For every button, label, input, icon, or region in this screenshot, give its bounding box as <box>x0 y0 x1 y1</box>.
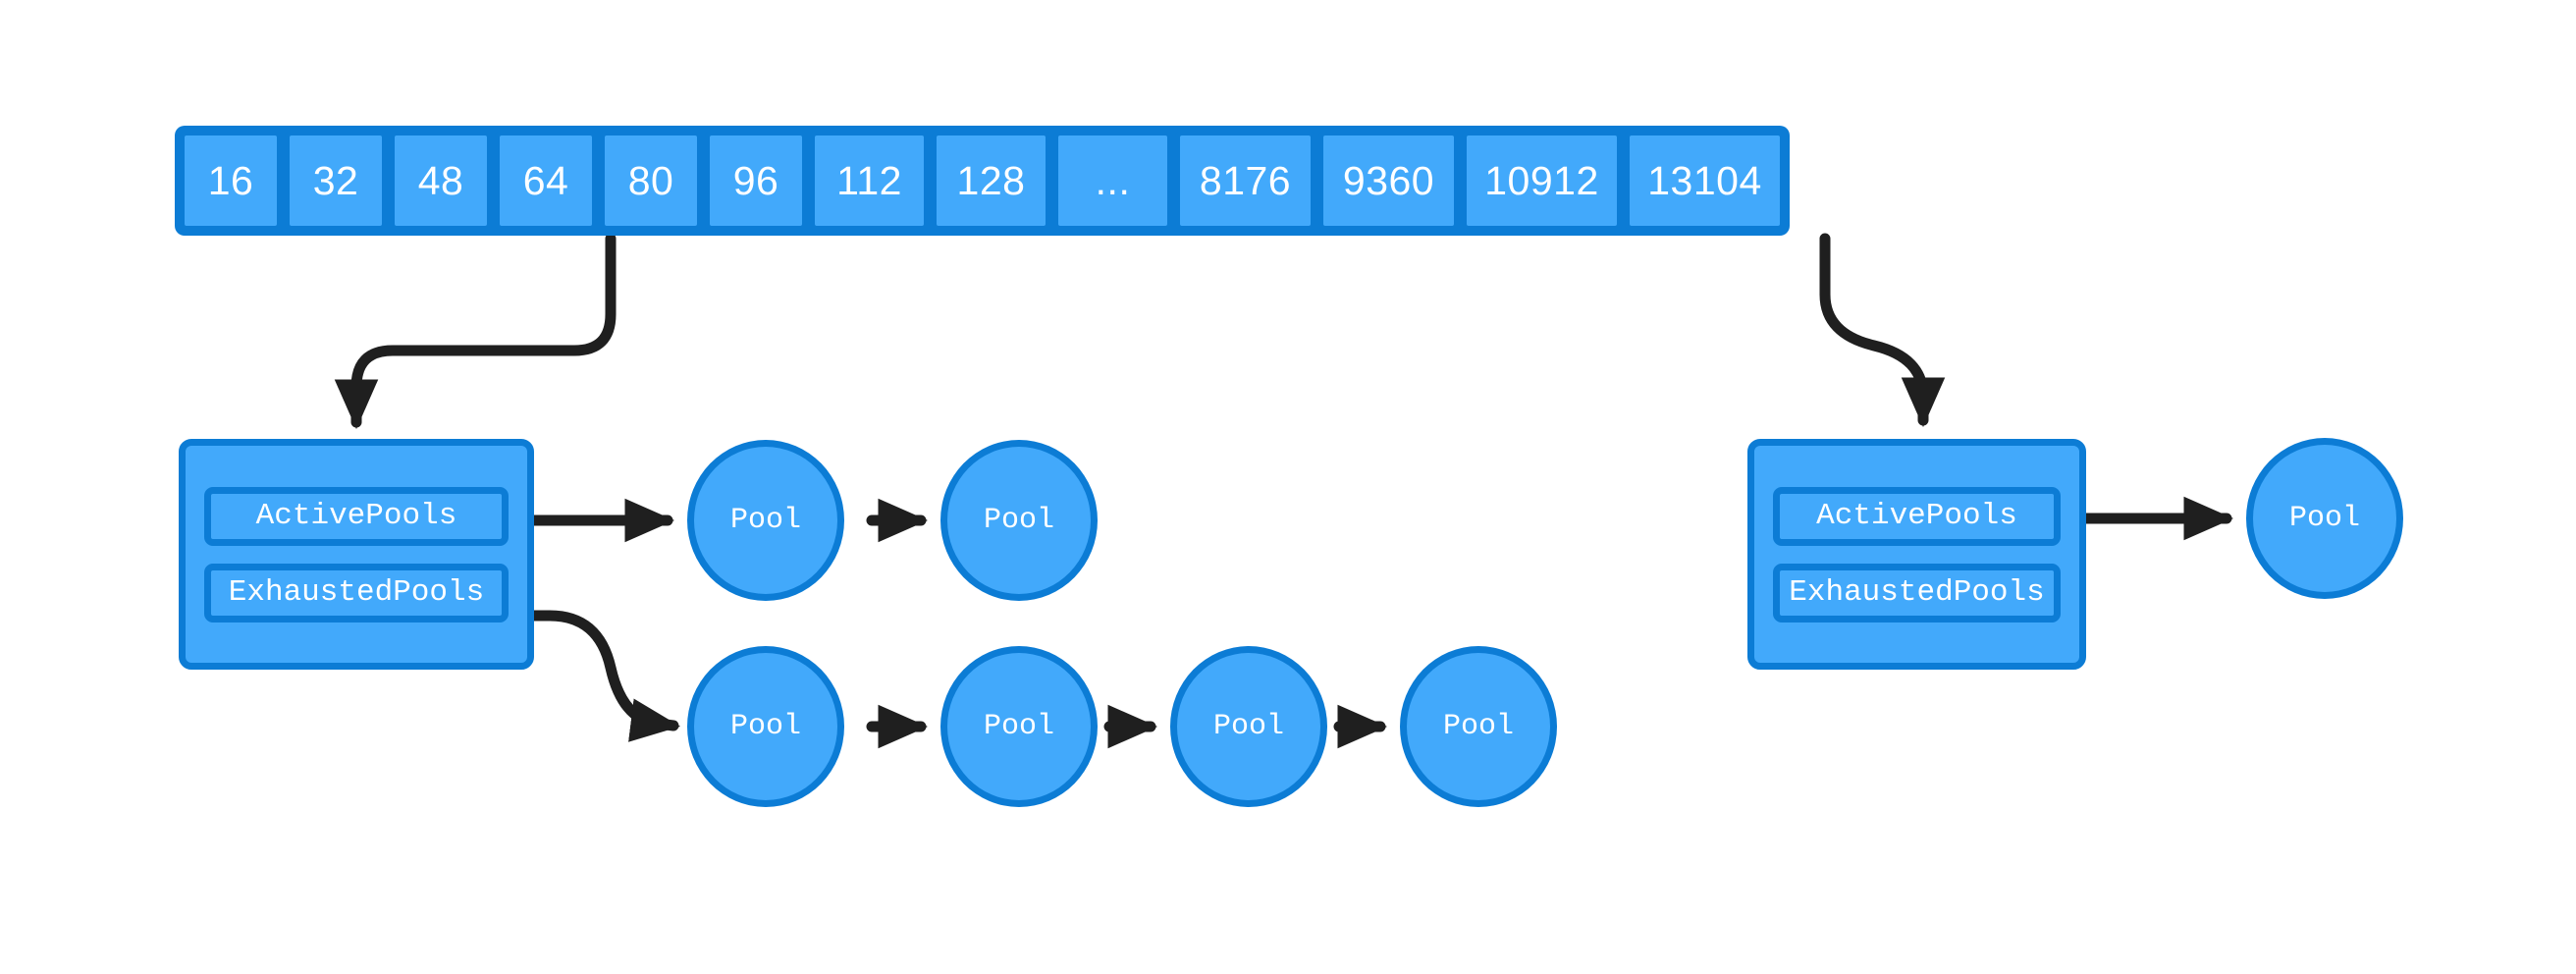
size-cell-48[interactable]: 48 <box>390 131 492 231</box>
field-exhausted-pools-right[interactable]: ExhaustedPools <box>1773 563 2061 622</box>
pool-group-right[interactable]: ActivePools ExhaustedPools <box>1747 439 2086 670</box>
pool-node-exhausted-1[interactable]: Pool <box>687 646 844 807</box>
size-cell-ellipsisellipsisellipsis[interactable]: ... <box>1053 131 1172 231</box>
size-cell-80[interactable]: 80 <box>600 131 702 231</box>
size-cell-96[interactable]: 96 <box>705 131 807 231</box>
pool-node-active-2[interactable]: Pool <box>940 440 1098 601</box>
field-active-pools-left[interactable]: ActivePools <box>204 486 509 546</box>
size-cell-32[interactable]: 32 <box>285 131 387 231</box>
size-cell-9360[interactable]: 9360 <box>1318 131 1459 231</box>
pool-node-exhausted-2[interactable]: Pool <box>940 646 1098 807</box>
pool-node-active-1[interactable]: Pool <box>687 440 844 601</box>
field-exhausted-pools-left[interactable]: ExhaustedPools <box>204 563 509 622</box>
pool-node-exhausted-4[interactable]: Pool <box>1400 646 1557 807</box>
size-cell-13104[interactable]: 13104 <box>1625 131 1785 231</box>
connector-cell8176-to-right-group <box>1819 233 1946 428</box>
size-cell-112[interactable]: 112 <box>810 131 929 231</box>
size-cell-8176[interactable]: 8176 <box>1175 131 1315 231</box>
field-active-pools-right[interactable]: ActivePools <box>1773 486 2061 546</box>
pool-node-exhausted-3[interactable]: Pool <box>1170 646 1327 807</box>
size-cell-16[interactable]: 16 <box>180 131 282 231</box>
size-cell-64[interactable]: 64 <box>495 131 597 231</box>
pool-node-right-active-1[interactable]: Pool <box>2246 438 2403 599</box>
size-cell-10912[interactable]: 10912 <box>1462 131 1622 231</box>
connector-cell48-to-left-group <box>334 233 617 430</box>
size-cell-128[interactable]: 128 <box>932 131 1050 231</box>
connector-left-exhausted-to-pool <box>512 610 681 742</box>
pool-group-left[interactable]: ActivePools ExhaustedPools <box>179 439 534 670</box>
